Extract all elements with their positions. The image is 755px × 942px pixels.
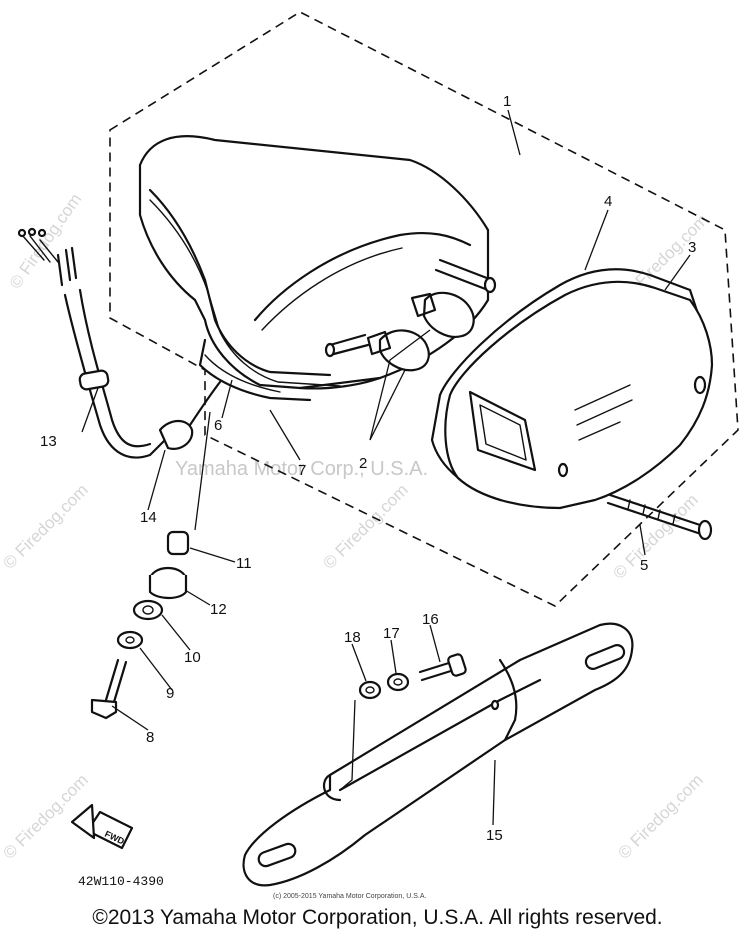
watermark: © Firedog.com	[609, 490, 701, 582]
callout-4: 4	[604, 193, 612, 210]
callout-8: 8	[146, 729, 154, 746]
callout-14: 14	[140, 509, 157, 526]
bulb-pair	[366, 291, 475, 372]
callout-12: 12	[210, 601, 227, 618]
diagram-part-number: 42W110-4390	[78, 874, 164, 889]
license-bracket	[242, 622, 634, 887]
taillight-base	[138, 135, 497, 402]
callout-6: 6	[214, 417, 222, 434]
watermark: © Firedog.com	[614, 770, 706, 862]
callout-3: 3	[688, 239, 696, 256]
callout-11: 11	[236, 555, 252, 572]
taillight-lens	[444, 280, 714, 510]
leader-lines	[81, 109, 691, 826]
center-watermark: Yamaha Motor Corp., U.S.A.	[175, 458, 428, 480]
callout-17: 17	[383, 625, 400, 642]
assembly-boundary	[109, 11, 739, 607]
watermark: © Firedog.com	[6, 190, 86, 292]
callout-2: 2	[359, 455, 367, 472]
callout-10: 10	[184, 649, 201, 666]
callout-9: 9	[166, 685, 174, 702]
footer-copyright: ©2013 Yamaha Motor Corporation, U.S.A. A…	[92, 906, 663, 929]
watermark: © Firedog.com	[319, 480, 411, 572]
lens-screw	[606, 493, 713, 541]
callout-1: 1	[503, 93, 511, 110]
mount-hardware-stack	[90, 530, 190, 720]
callout-15: 15	[486, 827, 503, 844]
callout-labels: 1 2 3 4 5 6 7 8 9 10 11 12 13 14 15 16 1…	[40, 93, 696, 844]
wiring-harness	[17, 227, 222, 459]
callout-18: 18	[344, 629, 361, 646]
callout-13: 13	[40, 433, 57, 450]
callout-5: 5	[640, 557, 648, 574]
fwd-arrow: FWD	[70, 803, 134, 850]
bracket-hardware	[358, 653, 467, 700]
callout-7: 7	[298, 462, 306, 479]
watermark: © Firedog.com	[0, 480, 92, 572]
callout-16: 16	[422, 611, 439, 628]
small-copyright: (c) 2005-2015 Yamaha Motor Corporation, …	[273, 893, 426, 900]
